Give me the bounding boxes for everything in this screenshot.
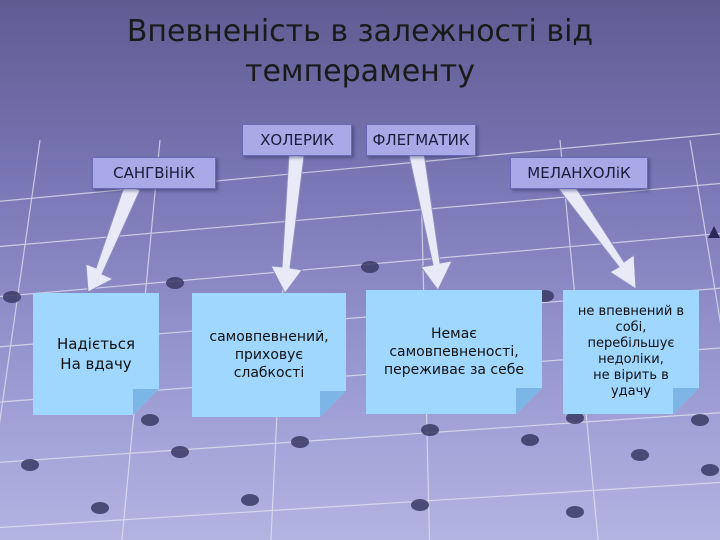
type-label-sanguine: САНГВіНіК — [113, 164, 195, 182]
note-sanguine: Надіється На вдачу — [33, 293, 159, 415]
bullet-triangle-icon — [708, 226, 720, 238]
type-label-choleric: ХОЛЕРИК — [260, 131, 334, 149]
slide-title-line-2: темпераменту — [245, 54, 475, 89]
type-box-choleric: ХОЛЕРИК — [242, 124, 352, 156]
note-text-phlegmatic: Немає самовпевненості, переживає за себе — [384, 326, 524, 378]
type-box-phlegmatic: ФЛЕГМАТИК — [366, 124, 476, 156]
note-melancholic: не впевнений в собі, перебільшує недолік… — [563, 290, 699, 414]
note-text-sanguine: Надіється На вдачу — [56, 335, 136, 373]
type-label-melancholic: МЕЛАНХОЛіК — [527, 164, 631, 182]
type-box-melancholic: МЕЛАНХОЛіК — [510, 157, 648, 189]
note-choleric: самовпевнений, приховує слабкості — [192, 293, 346, 417]
note-text-melancholic: не впевнений в собі, перебільшує недолік… — [577, 304, 685, 399]
slide-title-line-1: Впевненість в залежності від — [126, 14, 594, 49]
type-label-phlegmatic: ФЛЕГМАТИК — [372, 131, 470, 149]
note-text-choleric: самовпевнений, приховує слабкості — [209, 329, 329, 381]
slide-title: Впевненість в залежності від темперамент… — [0, 12, 720, 92]
note-phlegmatic: Немає самовпевненості, переживає за себе — [366, 290, 542, 414]
type-box-sanguine: САНГВіНіК — [92, 157, 216, 189]
